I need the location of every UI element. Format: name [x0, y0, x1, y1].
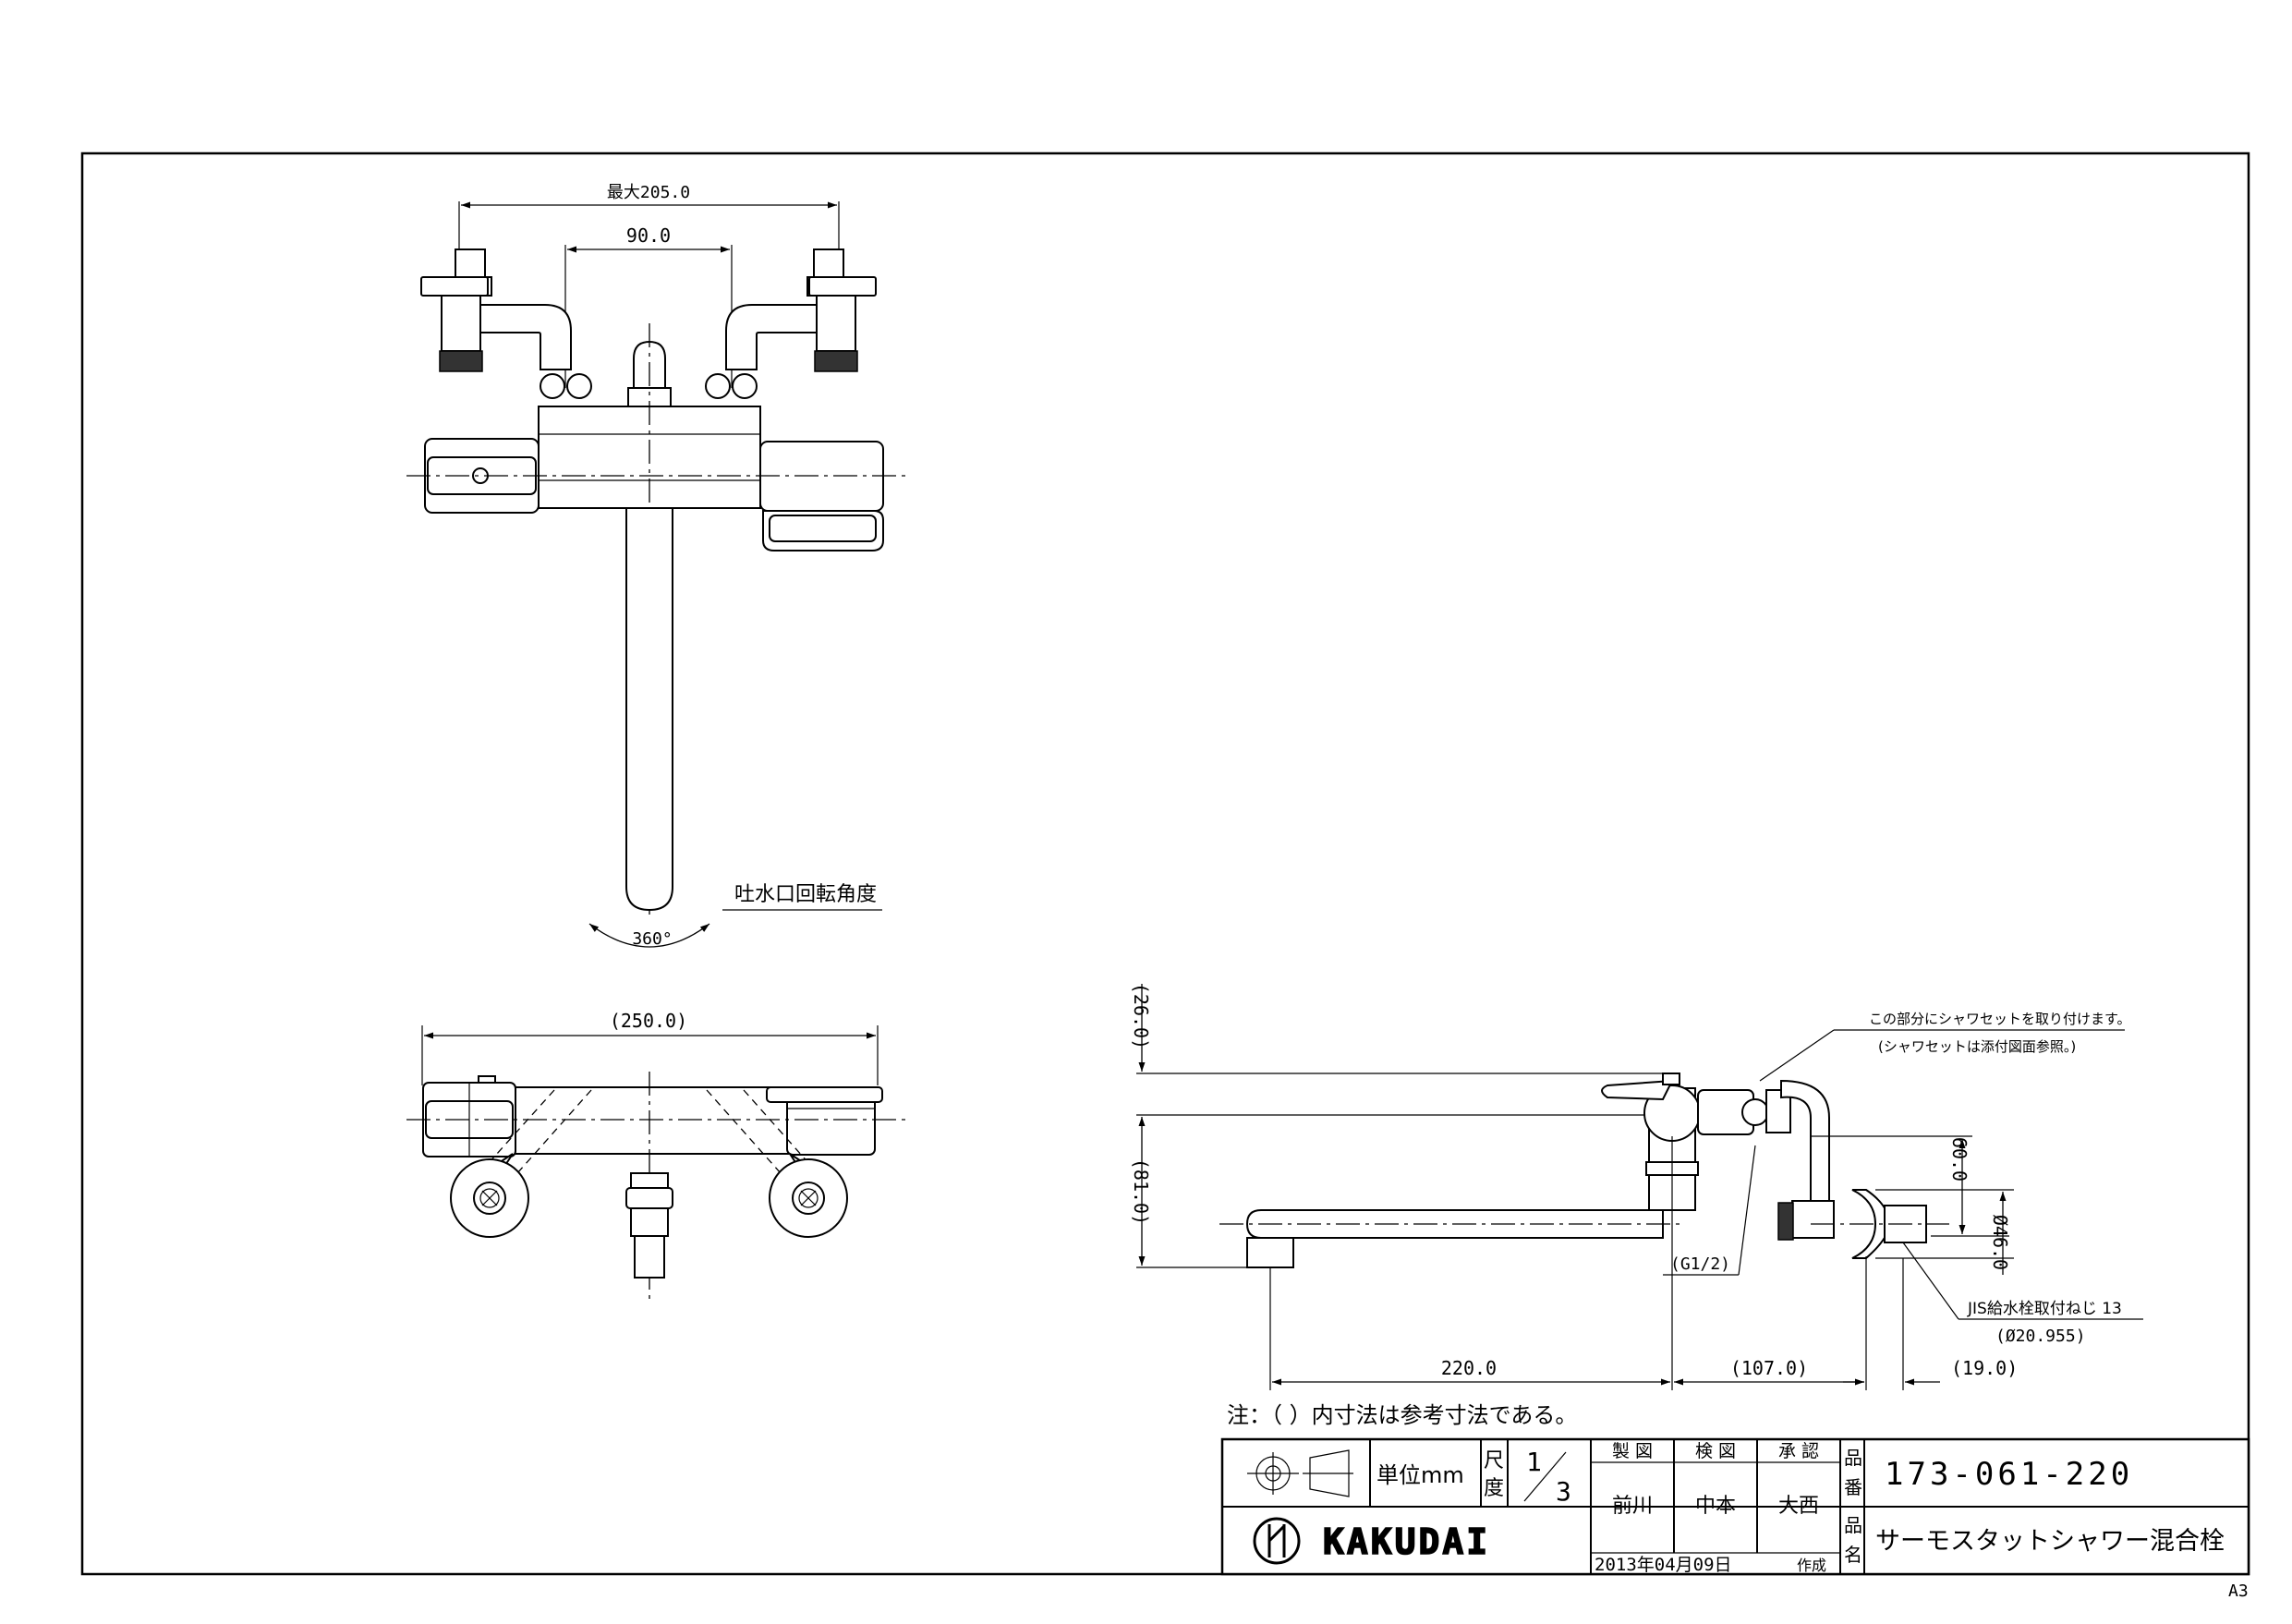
- scale-denominator: 3: [1556, 1476, 1571, 1507]
- created-label: 作成: [1797, 1557, 1826, 1574]
- jis-dia: (Ø20.955): [1995, 1327, 2086, 1346]
- checked-header: 検 図: [1695, 1441, 1736, 1461]
- third-angle-projection-icon: [1247, 1449, 1353, 1497]
- name-label-2: 名: [1844, 1544, 1862, 1566]
- shower-note-line1: この部分にシャワセットを取り付けます。: [1869, 1011, 2131, 1027]
- sheet-border: [80, 151, 2250, 1576]
- kakudai-logo-icon: KAKUDAI: [1253, 1517, 1490, 1565]
- dim-19: (19.0): [1951, 1357, 2018, 1379]
- approved-by: 大西: [1778, 1495, 1819, 1518]
- part-no-label-2: 番: [1844, 1476, 1862, 1498]
- shower-note-line2: (シャワセットは添付図面参照。): [1878, 1038, 2076, 1055]
- dim-107: (107.0): [1730, 1357, 1808, 1379]
- dim-total-width: (250.0): [610, 1010, 687, 1032]
- spout-rotation-label: 吐水口回転角度: [734, 883, 877, 906]
- svg-text:KAKUDAI: KAKUDAI: [1323, 1521, 1490, 1562]
- spout-rotation-angle: 360°: [632, 929, 672, 949]
- part-number: 173-061-220: [1885, 1456, 2133, 1493]
- scale-numerator: 1: [1526, 1447, 1542, 1477]
- title-block: 単位mm 尺 度 1 3 製 図 検 図 承 認 前川 中本 大西 品 番 17…: [1220, 1437, 2250, 1576]
- approved-header: 承 認: [1778, 1441, 1819, 1461]
- top-view: (250.0): [406, 1010, 905, 1303]
- dim-46: Ø46.0: [1989, 1215, 2011, 1270]
- drawn-header: 製 図: [1612, 1441, 1653, 1461]
- part-no-label-1: 品: [1844, 1447, 1862, 1469]
- dim-top: (26.0): [1130, 983, 1152, 1049]
- scale-label-1: 尺: [1484, 1449, 1504, 1473]
- dimension-note: 注：（ ）内寸法は参考寸法である。: [1227, 1402, 1577, 1428]
- drawn-by: 前川: [1612, 1495, 1653, 1518]
- front-view: 最大205.0 90.0: [406, 183, 905, 949]
- checked-by: 中本: [1695, 1495, 1736, 1518]
- unit-label: 単位mm: [1376, 1462, 1464, 1488]
- dim-220: 220.0: [1441, 1357, 1497, 1379]
- name-label-1: 品: [1844, 1514, 1862, 1536]
- thread-label: (G1/2): [1670, 1254, 1730, 1274]
- scale-label-2: 度: [1484, 1477, 1504, 1500]
- dim-max-width: 最大205.0: [607, 183, 690, 202]
- sheet-size: A3: [2228, 1582, 2249, 1601]
- product-name: サーモスタットシャワー混合栓: [1875, 1527, 2225, 1556]
- jis-label: JIS給水栓取付ねじ 13: [1967, 1300, 2122, 1318]
- dim-60: 60.0: [1948, 1137, 1971, 1182]
- side-view: (26.0) (81.0) この部分にシャワセットを取り付けます。 (シャワセッ…: [1130, 983, 2143, 1390]
- dim-center-distance: 90.0: [626, 224, 671, 247]
- created-date: 2013年04月09日: [1595, 1555, 1732, 1575]
- dim-height: (81.0): [1130, 1158, 1152, 1225]
